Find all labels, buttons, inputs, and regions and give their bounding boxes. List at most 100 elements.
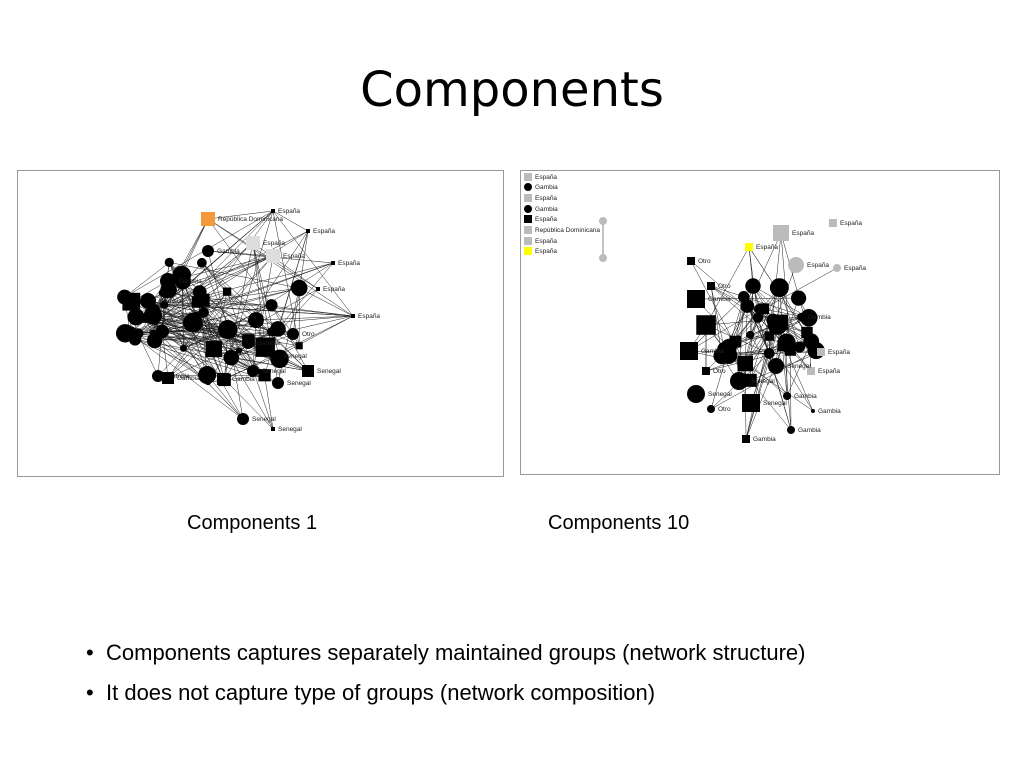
node [746,330,755,339]
node [351,314,355,318]
node [197,257,207,268]
node [287,328,299,340]
node [524,183,532,191]
node [160,273,176,289]
node-label: España [844,265,866,272]
node [800,309,818,327]
edge [124,210,274,298]
edge [786,341,812,397]
node [829,219,837,227]
edge [750,351,822,381]
node-label: España [818,368,840,375]
node [707,282,715,290]
node [730,372,748,390]
edge [147,300,204,313]
node-label: Senegal [252,416,276,423]
node-label: Otro [698,258,711,265]
node [764,331,775,341]
legend-label: Gambia [535,184,558,191]
node [769,278,789,298]
edge [705,246,750,326]
edge [161,331,169,379]
edge [130,287,300,334]
edge [688,296,744,352]
node [742,435,750,443]
edge [155,242,254,323]
node [331,261,335,265]
node [242,337,254,349]
node-label: Senegal [708,391,732,398]
edge [745,322,781,440]
node [267,327,277,337]
node [788,257,804,273]
node [783,392,791,400]
node [191,296,204,308]
node [152,370,164,382]
node [217,373,229,385]
edge [224,315,354,381]
node-label: España [756,244,778,251]
node [132,328,144,339]
node [524,215,532,223]
node-label: Senegal [278,426,302,433]
node [772,314,788,331]
node [599,217,607,225]
node [140,293,156,309]
edge [738,335,770,382]
edge [252,242,280,359]
edge [248,315,354,341]
node-label: Gambia [701,348,724,355]
edge [272,210,309,232]
edge [272,210,354,317]
node [117,289,133,305]
node [752,312,764,323]
legend-label: España [535,248,557,255]
node-label: Otro [718,283,731,290]
node-label: Gambia [159,298,182,305]
node [524,205,532,213]
node-label: España [792,230,814,237]
edge [743,296,809,319]
bullet-text: It does not capture type of groups (netw… [106,680,656,705]
edge [299,287,354,317]
network-svg-1: República DominicanaEspañaEspañaEspañaEs… [115,208,380,433]
node [713,347,731,365]
node-label: España [313,228,335,235]
node [270,349,289,369]
node [248,312,264,329]
node [817,348,825,356]
node [807,367,815,375]
edge [688,308,760,352]
edge [227,329,244,420]
bullet-icon: • [86,640,94,665]
node-label: Otro [718,406,731,413]
node [763,348,775,359]
node [162,372,174,384]
edge [710,285,770,337]
node-label: Gambia [753,436,776,443]
node [198,366,217,385]
node [773,225,789,241]
node [768,358,784,374]
edge [779,287,792,431]
node-label: Gambia [818,408,841,415]
node [202,245,214,257]
node [696,315,716,335]
node-label: Gambia [217,248,240,255]
caption-components-10: Components 10 [548,512,690,534]
node [797,313,805,321]
node [198,307,209,318]
legend-label: República Dominicana [535,227,600,234]
node [204,379,212,386]
node-label: España [263,240,285,247]
node-label: Otro [302,331,315,338]
node [794,341,806,353]
node [742,394,760,412]
node-label: España [840,220,862,227]
node [707,405,715,413]
edge [752,285,809,318]
node [255,337,275,357]
node-label: Senegal [287,380,311,387]
node-label: Senegal [283,353,307,360]
